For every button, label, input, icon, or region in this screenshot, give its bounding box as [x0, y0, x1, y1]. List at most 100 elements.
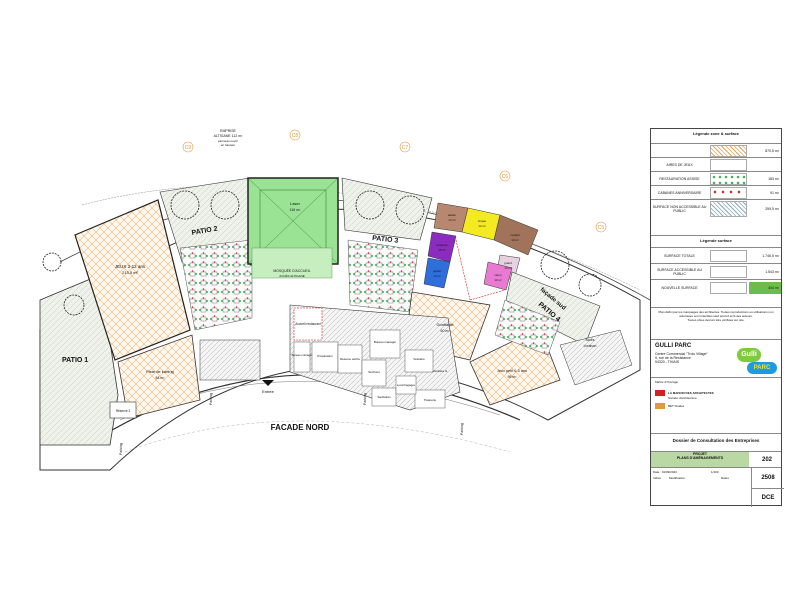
emprise-sub2: panneau ouvrir [218, 139, 238, 143]
karting-area: 84 m² [156, 376, 166, 380]
room-sechoir [361, 359, 387, 387]
zone-row-4-value: 91 m² [770, 191, 779, 195]
atelier-label: atelier [448, 213, 456, 217]
circulation-path [455, 239, 506, 301]
laser-label: Laser [290, 201, 301, 206]
zone-karting [117, 334, 201, 419]
projet-bar: PROJET PLANS D'AMÉNAGEMENTS [651, 452, 749, 468]
tisanerie-label: Tisanerie [424, 398, 437, 402]
room-vison [483, 261, 513, 291]
cirque-area: 12 m² [478, 224, 485, 228]
play-structures [42, 190, 602, 316]
bureau-label: Bureau manager [292, 353, 313, 357]
copyright-note: Plan défini par les marquages des archit… [651, 307, 781, 327]
room-cockpit [493, 214, 539, 256]
cirque-label: cirque [478, 219, 487, 223]
peinture-area: 15 m² [438, 248, 445, 252]
preparation-label: Préparation [317, 354, 333, 358]
jeux-3-12-label: JEUX 3-12 ans [115, 264, 146, 269]
emprise-sub3: en hauteur [221, 143, 235, 147]
laser-area: 116 m² [290, 208, 301, 212]
vison-label: vison [494, 273, 501, 277]
atelier-area: 13 m² [448, 218, 455, 222]
svg-text:C6: C6 [502, 174, 509, 180]
axis-markers: C9 C8 C7 C6 C5 [182, 129, 607, 233]
gloubi-area: 13 m² [433, 274, 440, 278]
gulli-parc-logo: Gulli PARC [735, 344, 779, 380]
vestiaire2-label: Vestiaire H [433, 369, 448, 373]
bet-logo-icon [655, 403, 665, 409]
mosque-area [251, 247, 333, 279]
cockpit-label: cockpit [510, 233, 520, 237]
room-sanitaire [371, 387, 397, 407]
patio-3 [341, 177, 433, 241]
facade-dimension [124, 420, 511, 453]
patio-2-label: PATIO 2 [191, 226, 218, 237]
surface-row-1-name: SURFACE TOTALE [664, 254, 695, 258]
peinture-label: peinture [437, 243, 448, 247]
jeux-3-12-area: 213,5 m² [122, 270, 138, 275]
svg-text:C8: C8 [292, 133, 299, 139]
arch-logo-icon [655, 390, 665, 396]
room-tisanerie [414, 389, 446, 409]
zone-jeux-3-12 [74, 199, 191, 361]
sanitaire-label: Sanitaires [377, 395, 391, 399]
jeux-petit-area: 98 m² [508, 375, 518, 379]
patio-1-label: PATIO 1 [62, 357, 88, 364]
zone-row-5-value: 259,5 m² [765, 207, 779, 211]
gloubi-label: gloubi [433, 269, 441, 273]
tables-left [179, 239, 253, 331]
parking-label-4: Parking [460, 423, 464, 435]
gonflable-label: Gonflable [436, 322, 454, 327]
surface-row-3-value: 404 m² [749, 282, 781, 294]
room-preparation [311, 341, 339, 373]
karting-label: Piste de karting [146, 369, 174, 374]
room-accueil [293, 307, 323, 341]
client-block: GULLI PARC Centre Commercial "Trois Vill… [651, 339, 781, 377]
tables-right [494, 299, 561, 356]
zone-row-3: RESTAURATION ASSISE 183 m² [651, 171, 781, 186]
vison-area: 10 m² [494, 278, 501, 282]
acces-label: Accès [586, 338, 595, 342]
grand-area: 10 m² [504, 266, 511, 270]
emprise-label: EMPRISE [220, 129, 236, 133]
projet-row: PROJET PLANS D'AMÉNAGEMENTS 202 [651, 451, 781, 468]
zone-row-3-value: 183 m² [768, 177, 779, 181]
vestiaire-label: Vestiaire [413, 357, 425, 361]
accueil-label: Accueil restaurant [295, 322, 321, 326]
toilets [199, 339, 261, 381]
reserve2-label: Réserve 2 [116, 409, 131, 413]
surface-row-1-value: 1.746,5 m² [762, 254, 779, 258]
acces2-label: Livraison [584, 344, 597, 348]
acces-livraison [559, 329, 633, 386]
zone-row-5-name: SURFACE NON ACCESSIBLE AU PUBLIC [652, 205, 707, 213]
dossier-row: Dossier de Consultation des Entreprises [651, 433, 781, 447]
reserve-2 [109, 401, 137, 419]
tables-center [347, 239, 419, 313]
zone-row-2-name: AIRES DE JEUX [666, 163, 693, 167]
parking-label-1: Parking [119, 443, 123, 455]
surface-row-2-value: 1.543 m² [765, 270, 779, 274]
room-gloubi [423, 257, 451, 289]
cockpit-area: 14 m² [511, 238, 518, 242]
bureau2-label: Bureau manager [374, 340, 396, 344]
zone-row-2: AIRES DE JEUX [651, 157, 781, 172]
client-address-2: 9, rue de la Résistance [655, 356, 691, 360]
zone-row-1: 870,5 m² [651, 143, 781, 158]
svg-text:C5: C5 [598, 225, 605, 231]
surface-row-1: SURFACE TOTALE 1.746,5 m² [651, 247, 781, 263]
entrance-label: Entrée [262, 389, 275, 394]
client-name: GULLI PARC [655, 343, 692, 349]
phase-label: DCE [751, 488, 784, 507]
emprise-sub: ALTIGANE 112 m² [214, 134, 243, 138]
parking-label-3: Parking [363, 393, 367, 405]
svg-text:C9: C9 [185, 145, 192, 151]
svg-text:C7: C7 [402, 145, 409, 151]
zone-row-3-name: RESTAURATION ASSISE [659, 177, 700, 181]
phase-number: 2508 [751, 468, 784, 488]
zone-row-1-value: 870,5 m² [765, 149, 779, 153]
jeux-petit-label: Jeux petit 0-3 ans [497, 369, 527, 373]
